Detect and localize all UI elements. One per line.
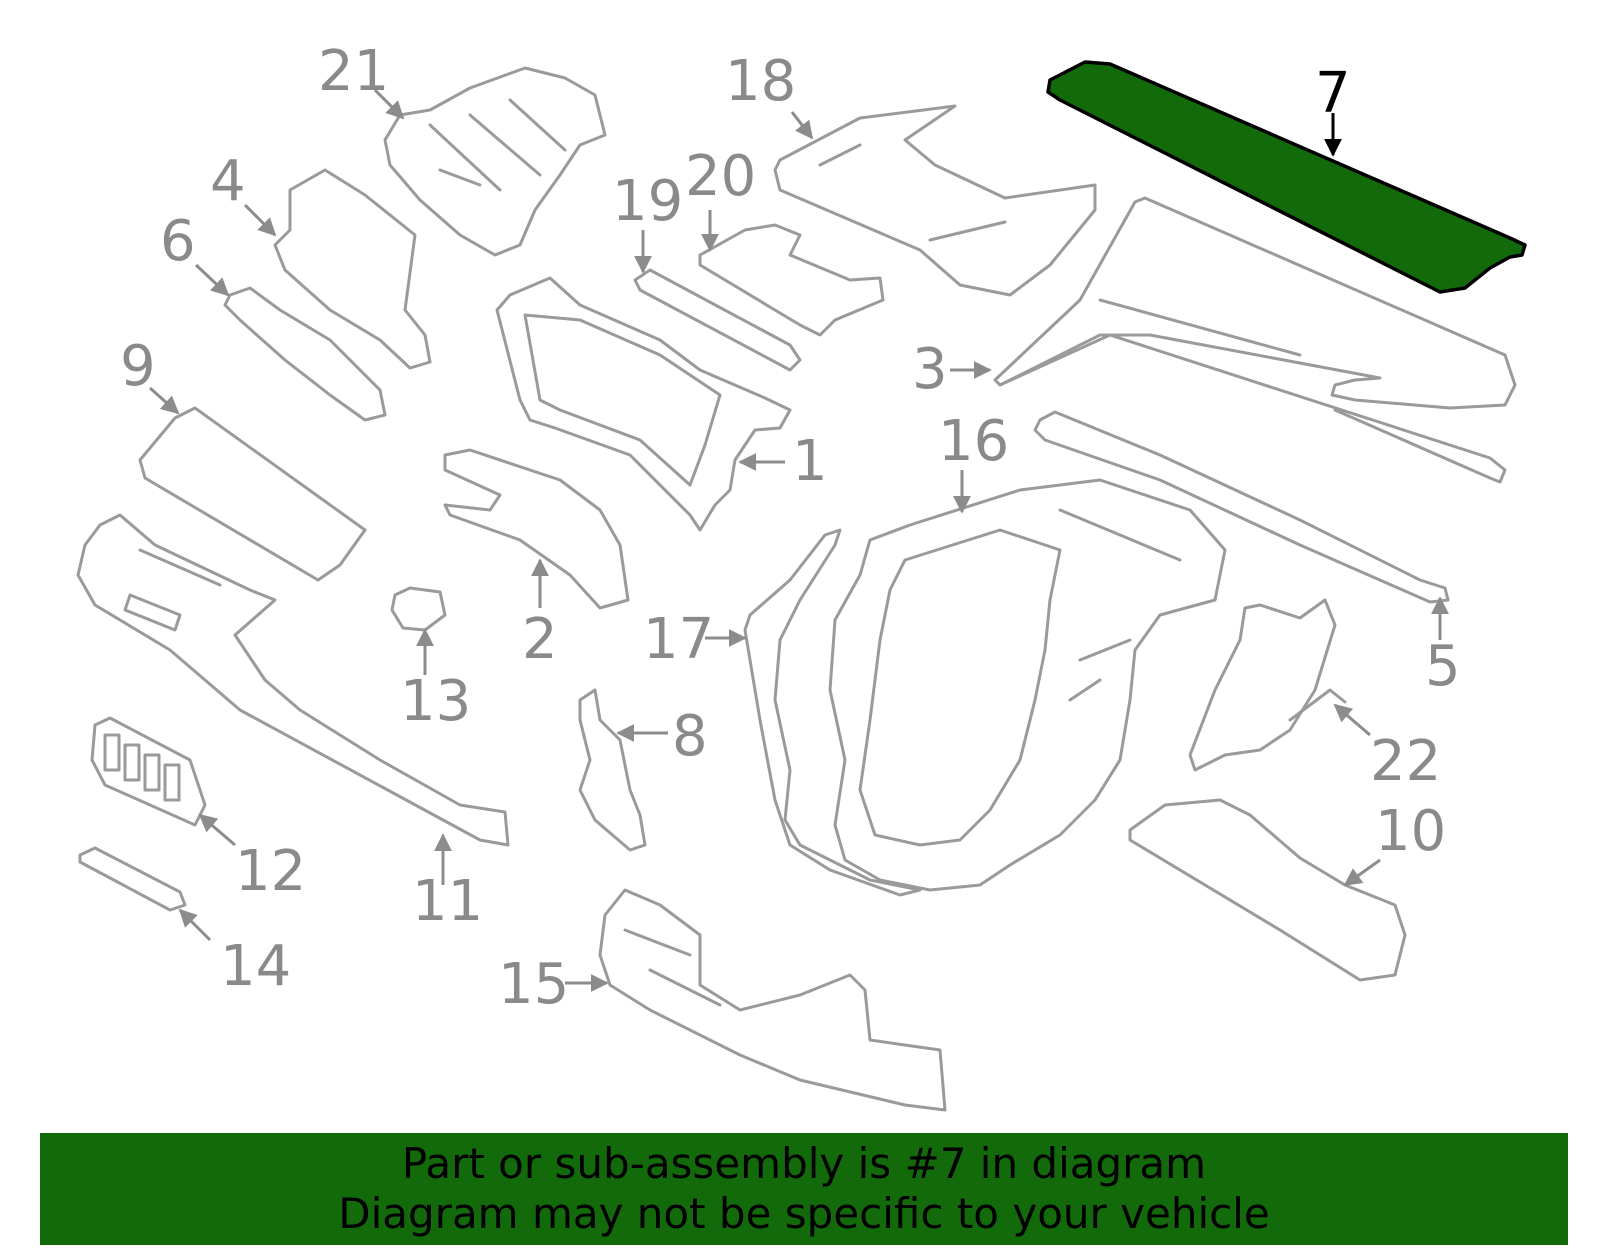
part-21-shape[interactable]: [383, 66, 607, 257]
part-1-inner: [523, 313, 722, 487]
part-21-detail: [428, 98, 567, 192]
callout-4[interactable]: 4: [210, 149, 246, 214]
part-14-leader: [178, 908, 212, 942]
callout-10[interactable]: 10: [1375, 799, 1446, 864]
callout-21[interactable]: 21: [318, 39, 389, 104]
callout-2[interactable]: 2: [522, 607, 558, 672]
callout-13[interactable]: 13: [400, 669, 471, 734]
part-8-shape[interactable]: [578, 688, 647, 852]
part-15-shape[interactable]: [598, 888, 947, 1112]
part-17-shape[interactable]: [743, 528, 922, 897]
part-9-leader: [149, 386, 180, 415]
part-7-shape[interactable]: [1046, 60, 1527, 294]
part-18-leader: [790, 111, 814, 140]
callout-11[interactable]: 11: [412, 869, 483, 934]
callout-17[interactable]: 17: [643, 607, 714, 672]
callout-7[interactable]: 7: [1315, 61, 1351, 126]
part-2-shape[interactable]: [443, 448, 630, 610]
part-4-leader: [243, 203, 277, 237]
part-16-inner: [858, 528, 1062, 847]
callout-3[interactable]: 3: [912, 337, 948, 402]
callout-9[interactable]: 9: [120, 334, 156, 399]
part-12-buttons: [103, 733, 181, 802]
banner-line-1: Part or sub-assembly is #7 in diagram: [401, 1139, 1207, 1188]
callout-5[interactable]: 5: [1425, 634, 1461, 699]
part-12-leader: [198, 813, 236, 847]
banner-line-2: Diagram may not be specific to your vehi…: [338, 1189, 1270, 1238]
callout-19[interactable]: 19: [612, 169, 683, 234]
callout-20[interactable]: 20: [685, 144, 756, 209]
part-16-shape[interactable]: [828, 478, 1227, 892]
part-22-shape[interactable]: [1188, 598, 1337, 772]
callout-12[interactable]: 12: [235, 839, 306, 904]
part-18-shape[interactable]: [773, 104, 1097, 297]
callout-16[interactable]: 16: [938, 409, 1009, 474]
callout-6[interactable]: 6: [160, 209, 196, 274]
callout-15[interactable]: 15: [498, 952, 569, 1017]
part-21-leader: [373, 88, 405, 120]
part-1-shape[interactable]: [495, 276, 792, 532]
part-22-leader: [1333, 703, 1371, 737]
callout-1[interactable]: 1: [792, 429, 828, 494]
part-3-shape[interactable]: [993, 196, 1517, 410]
part-3-inner-line: [1098, 298, 1302, 357]
notice-banner: Part or sub-assembly is #7 in diagram Di…: [40, 1133, 1568, 1245]
callout-8[interactable]: 8: [672, 704, 708, 769]
part-9-shape[interactable]: [138, 406, 367, 582]
part-14-shape[interactable]: [78, 846, 187, 912]
part-5-shape[interactable]: [1033, 410, 1450, 604]
part-20-shape[interactable]: [698, 223, 885, 337]
part-13-shape[interactable]: [390, 586, 447, 632]
part-4-shape[interactable]: [273, 168, 432, 370]
callout-18[interactable]: 18: [725, 49, 796, 114]
part-22-handle: [1288, 688, 1347, 722]
part-11-shape[interactable]: [76, 513, 510, 847]
part-6-leader: [194, 263, 230, 297]
part-3-lower-edge: [998, 333, 1507, 484]
part-15-detail: [623, 928, 722, 1007]
part-10-shape[interactable]: [1128, 798, 1407, 982]
part-18-inner: [818, 143, 1007, 242]
part-16-detail: [1058, 508, 1182, 702]
part-6-shape[interactable]: [223, 286, 387, 422]
callout-14[interactable]: 14: [220, 934, 291, 999]
part-10-leader: [1343, 858, 1381, 887]
part-11-detail: [123, 548, 222, 632]
callout-22[interactable]: 22: [1370, 729, 1441, 794]
